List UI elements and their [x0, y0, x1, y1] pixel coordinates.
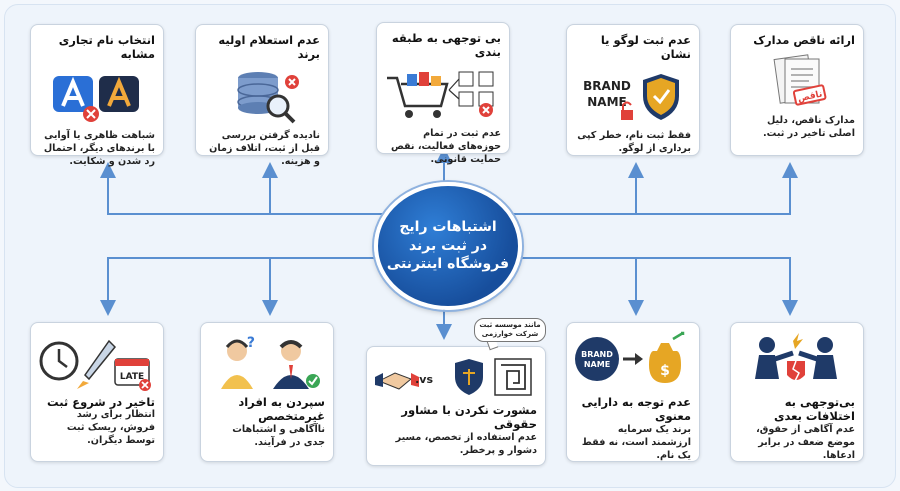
card-desc: برند یک سرمایه ارزشمند است، نه فقط یک نا… — [581, 423, 691, 461]
card-documents: ارائه ناقص مدارک ناقص مدارک ناقص، دلیل ا… — [730, 24, 864, 156]
center-line-3: فروشگاه اینترنتی — [386, 256, 510, 273]
card-title: مشورت نکردن با مشاور حقوقی — [401, 403, 537, 432]
center-title-circle: اشتباهات رایج در ثبت برند فروشگاه اینترن… — [374, 182, 522, 310]
card-desc: عدم استفاده از تخصص، مسیر دشوار و پرخطر. — [395, 431, 537, 456]
vs-text: vs. — [415, 373, 433, 386]
connector-c5 — [494, 162, 798, 215]
confused-person-icon: ? — [209, 331, 325, 391]
card-desc: فقط ثبت نام، خطر کپی برداری از لوگو. — [577, 129, 691, 154]
card-desc: شباهت ظاهری یا آوایی با برندهای دیگر، اح… — [43, 129, 155, 167]
card-title: بی‌توجهی به اختلافات بعدی — [773, 395, 855, 424]
brand-text-line2: NAME — [587, 95, 626, 109]
card-non-expert: ? سپردن به افراد غیرمتخصص ناآگاهی و اشتب… — [200, 322, 334, 462]
card-no-inquiry: عدم استعلام اولیه برند نادیده گرفتن بررس… — [195, 24, 329, 167]
legal-advice-icon: vs. — [375, 355, 537, 399]
connector-c2 — [262, 162, 394, 215]
connector-c6 — [100, 257, 394, 316]
card-desc: مدارک ناقص، دلیل اصلی تاخیر در ثبت. — [763, 115, 855, 140]
connector-c4 — [494, 162, 644, 215]
card-title: عدم استعلام اولیه برند — [218, 33, 320, 62]
card-title: انتخاب نام تجاری مشابه — [58, 33, 155, 62]
shield-lock-icon: BRAND NAME — [575, 68, 691, 126]
cart-classes-icon — [385, 66, 501, 124]
similar-logos-icon — [39, 68, 155, 126]
card-classification: بی توجهی به طبقه بندی عدم ثبت در تمام حو… — [376, 22, 510, 165]
center-line-2: در ثبت برند — [408, 237, 488, 254]
svg-text:?: ? — [247, 335, 255, 351]
connector-c10 — [494, 257, 798, 316]
card-legal-advisor: vs. مشورت نکردن با مشاور حقوقی عدم استفا… — [366, 346, 546, 466]
card-desc: ناآگاهی و اشتباهات جدی در فرآیند. — [232, 423, 325, 448]
clock-rocket-icon: LATE — [39, 331, 155, 391]
card-delay: LATE تاخیر در شروع ثبت انتظار برای رشد ف… — [30, 322, 164, 462]
documents-stamp-icon: ناقص — [739, 53, 855, 111]
brand-text-line1: BRAND — [583, 79, 631, 93]
connector-c7 — [262, 257, 394, 316]
card-title: عدم توجه به دارایی معنوی — [581, 395, 691, 424]
dispute-icon — [739, 331, 855, 391]
card-title: ارائه ناقص مدارک — [753, 33, 855, 47]
database-search-icon — [204, 68, 320, 126]
card-desc: نادیده گرفتن بررسی قبل از ثبت، اتلاف زما… — [209, 129, 320, 167]
brand-value-icon: BRAND NAME $ — [575, 331, 691, 391]
card-desc: عدم آگاهی از حقوق، موضع ضعف در برابر ادع… — [756, 423, 855, 461]
card-title: تاخیر در شروع ثبت — [47, 395, 155, 409]
card-title: سپردن به افراد غیرمتخصص — [238, 395, 325, 424]
late-text: LATE — [120, 372, 144, 382]
speech-bubble: مانند موسسه ثبت شرکت خوارزمی — [474, 318, 546, 342]
connector-c1 — [100, 162, 394, 215]
svg-text:$: $ — [660, 363, 670, 379]
card-desc: انتظار برای رشد فروش، ریسک ثبت توسط دیگر… — [66, 409, 155, 447]
center-line-1: اشتباهات رایج — [399, 218, 497, 235]
brand-text-line1: BRAND — [581, 350, 613, 359]
card-logo: عدم ثبت لوگو یا نشان BRAND NAME فقط ثبت … — [566, 24, 700, 156]
card-intellectual-property: BRAND NAME $ عدم توجه به دارایی معنوی بر… — [566, 322, 700, 462]
card-title: بی توجهی به طبقه بندی — [391, 31, 501, 60]
card-desc: عدم ثبت در تمام حوزه‌های فعالیت، نقص حما… — [390, 127, 501, 165]
card-disputes: بی‌توجهی به اختلافات بعدی عدم آگاهی از ح… — [730, 322, 864, 462]
card-similar-name: انتخاب نام تجاری مشابه شباهت ظاهری یا آو… — [30, 24, 164, 167]
brand-text-line2: NAME — [584, 360, 610, 369]
card-title: عدم ثبت لوگو یا نشان — [600, 33, 691, 62]
